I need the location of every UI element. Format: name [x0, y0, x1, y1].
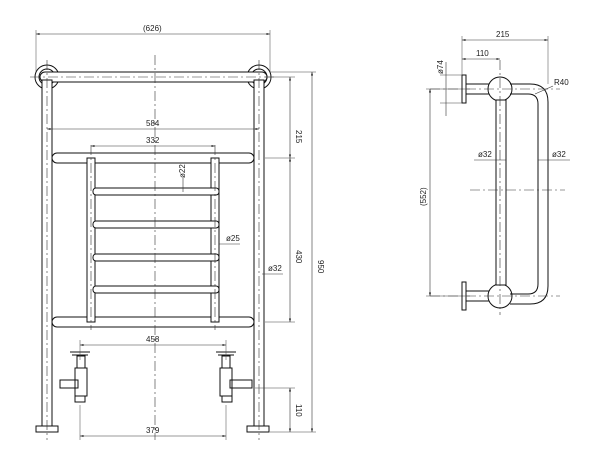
dim-pipe-25: ø25 — [226, 234, 240, 243]
dim-pipe-32: ø32 — [268, 264, 282, 273]
side-dim-wall-offset: 110 — [476, 49, 489, 58]
dim-valve-spacing: 458 — [146, 335, 160, 344]
floor-plate-right — [246, 425, 270, 433]
dim-inner-width: 332 — [146, 136, 160, 145]
side-tube-outer — [510, 83, 549, 305]
valve-left — [59, 351, 90, 403]
dim-height-950: 950 — [316, 260, 325, 274]
side-dim-radius: R40 — [554, 78, 569, 87]
inner-rail-1 — [92, 187, 220, 196]
side-dim-pipe-left: ø32 — [478, 150, 492, 159]
dim-height-430: 430 — [294, 250, 303, 264]
dim-rail-width: 584 — [146, 119, 160, 128]
inner-rail-2 — [92, 220, 220, 229]
inner-rail-4 — [92, 285, 220, 294]
dim-pipe-22: ø22 — [178, 164, 187, 178]
lower-crossbar — [51, 316, 255, 328]
inner-rail-3 — [92, 253, 220, 262]
side-dim-centres: (552) — [419, 187, 428, 206]
side-dim-flange: ø74 — [436, 60, 445, 74]
front-view: (626) 584 332 ø22 ø25 ø32 215 430 950 45… — [30, 24, 325, 440]
upper-crossbar — [51, 152, 255, 164]
dim-floor-height: 110 — [294, 404, 303, 417]
side-tube-inner — [495, 99, 507, 286]
dim-top-offset: 215 — [294, 130, 303, 144]
dim-base-width: 379 — [146, 426, 160, 435]
valve-right — [216, 351, 253, 403]
side-dim-pipe-right: ø32 — [552, 150, 566, 159]
side-dim-depth: 215 — [496, 30, 510, 39]
side-view: 215 110 ø74 R40 ø32 ø32 (552) — [419, 30, 570, 315]
dim-overall-width: (626) — [143, 24, 162, 33]
